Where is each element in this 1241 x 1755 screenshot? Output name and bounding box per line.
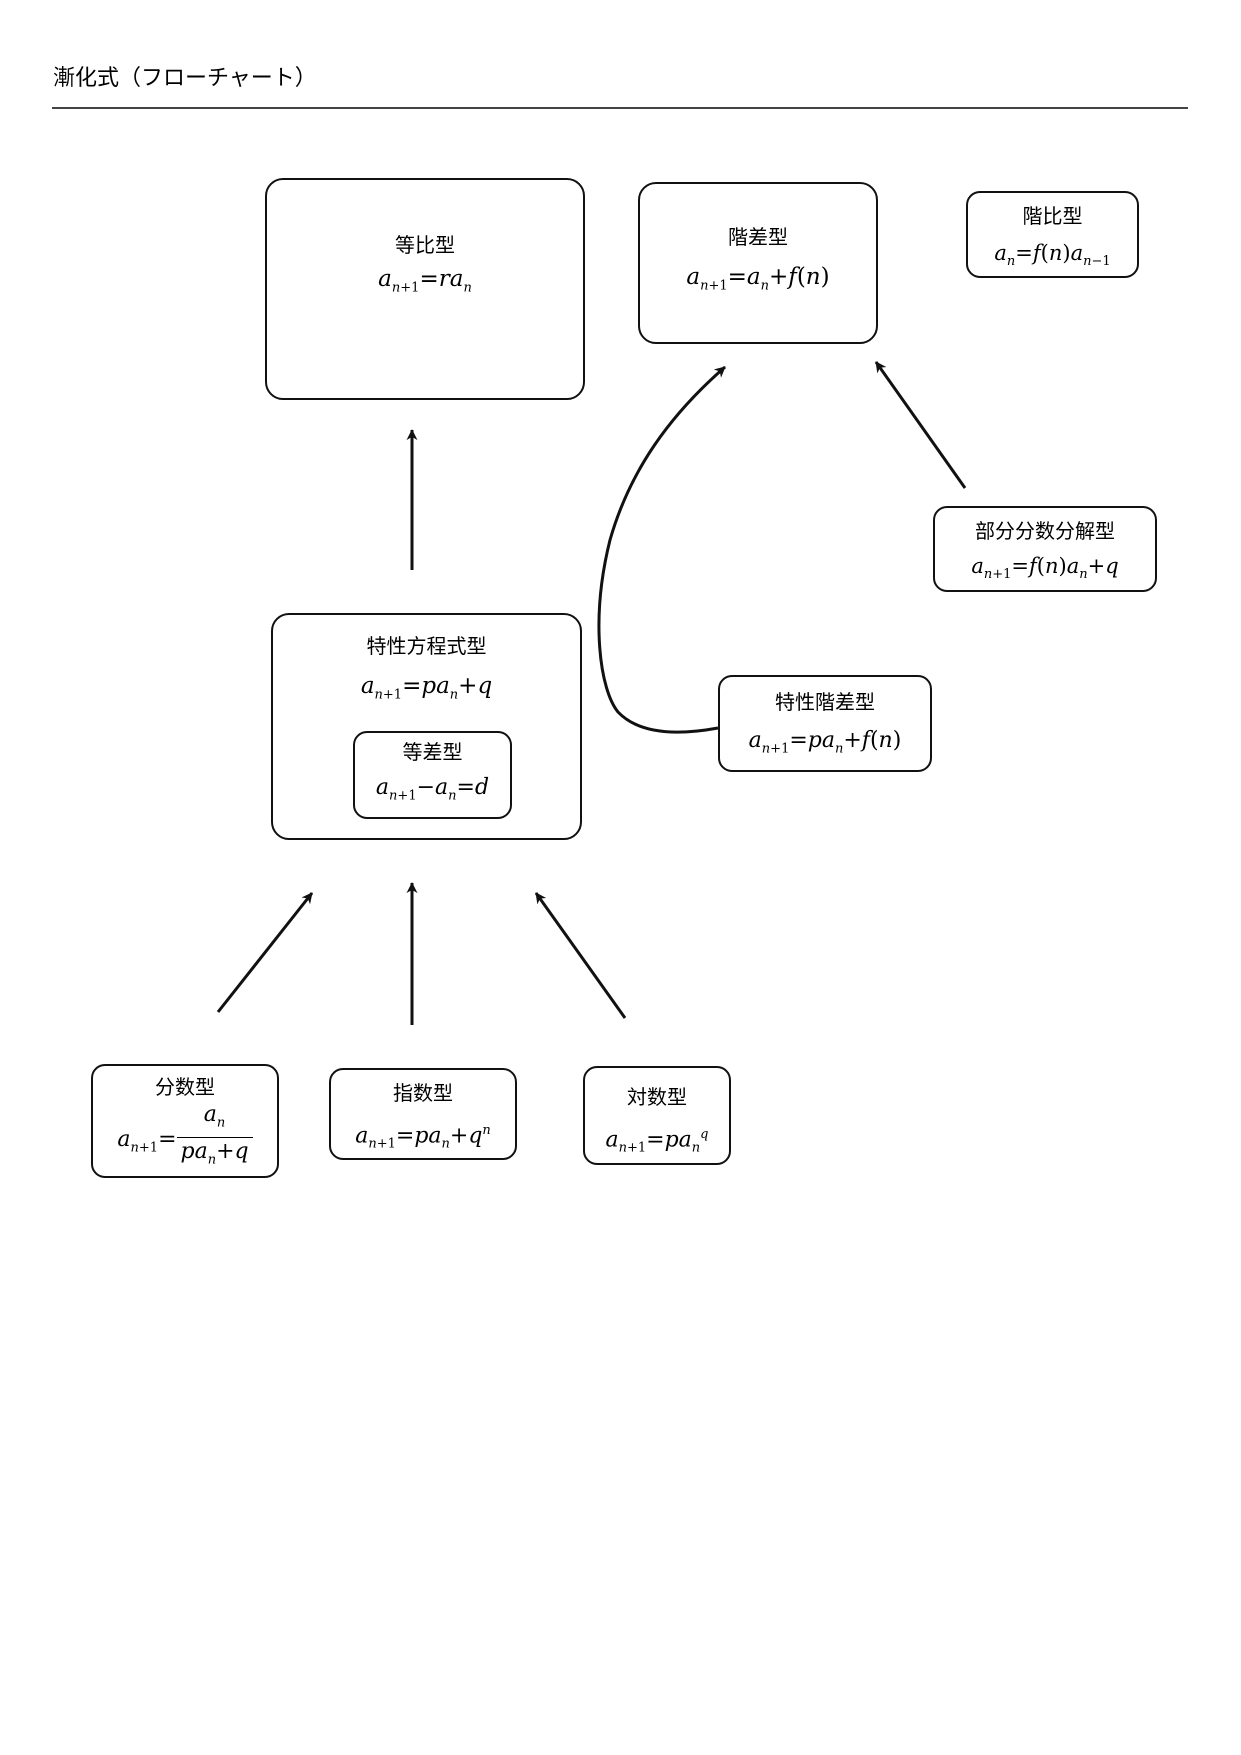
- node-partial-fraction-label: 部分分数分解型: [975, 519, 1115, 543]
- arrow-char-difference-to-difference: [597, 365, 726, 734]
- node-exponential: 指数型 an+1=pan+qn: [329, 1068, 517, 1160]
- node-difference: 階差型 an+1=an+f(n): [638, 182, 878, 344]
- arrow-fraction-to-characteristic: [216, 892, 314, 1013]
- node-difference-formula: an+1=an+f(n): [686, 264, 830, 294]
- node-partial-fraction-formula: an+1=f(n)an+q: [971, 554, 1119, 583]
- node-exponential-formula: an+1=pan+qn: [355, 1123, 491, 1152]
- node-arithmetic: 等差型 an+1−an=d: [353, 731, 512, 819]
- node-difference-label: 階差型: [728, 225, 788, 249]
- node-logarithmic: 対数型 an+1=panq: [583, 1066, 731, 1165]
- arrow-partial-fraction-to-difference: [874, 361, 967, 489]
- node-fraction-label: 分数型: [155, 1075, 215, 1099]
- node-ratio-product-label: 階比型: [1022, 204, 1083, 228]
- node-char-difference: 特性階差型 an+1=pan+f(n): [718, 675, 932, 772]
- node-arithmetic-formula: an+1−an=d: [375, 775, 490, 804]
- node-characteristic-formula: an+1=pan+q: [360, 673, 493, 703]
- node-ratio-product-formula: an=f(n)an−1: [994, 241, 1111, 270]
- node-char-difference-formula: an+1=pan+f(n): [748, 728, 902, 757]
- node-partial-fraction: 部分分数分解型 an+1=f(n)an+q: [933, 506, 1157, 592]
- arrow-logarithmic-to-characteristic: [534, 892, 627, 1019]
- node-characteristic-label: 特性方程式型: [366, 634, 487, 658]
- title-divider: [52, 107, 1188, 109]
- node-geometric: 等比型 an+1=ran: [265, 178, 585, 400]
- node-exponential-label: 指数型: [393, 1081, 453, 1105]
- node-char-difference-label: 特性階差型: [775, 690, 875, 714]
- node-logarithmic-formula: an+1=panq: [605, 1127, 709, 1156]
- node-logarithmic-label: 対数型: [627, 1085, 687, 1109]
- node-characteristic: 特性方程式型 an+1=pan+q 等差型 an+1−an=d: [271, 613, 582, 840]
- node-geometric-label: 等比型: [395, 233, 455, 257]
- node-ratio-product: 階比型 an=f(n)an−1: [966, 191, 1139, 278]
- node-arithmetic-label: 等差型: [402, 740, 463, 764]
- node-geometric-formula: an+1=ran: [378, 266, 472, 296]
- page-title: 漸化式（フローチャート）: [53, 66, 317, 91]
